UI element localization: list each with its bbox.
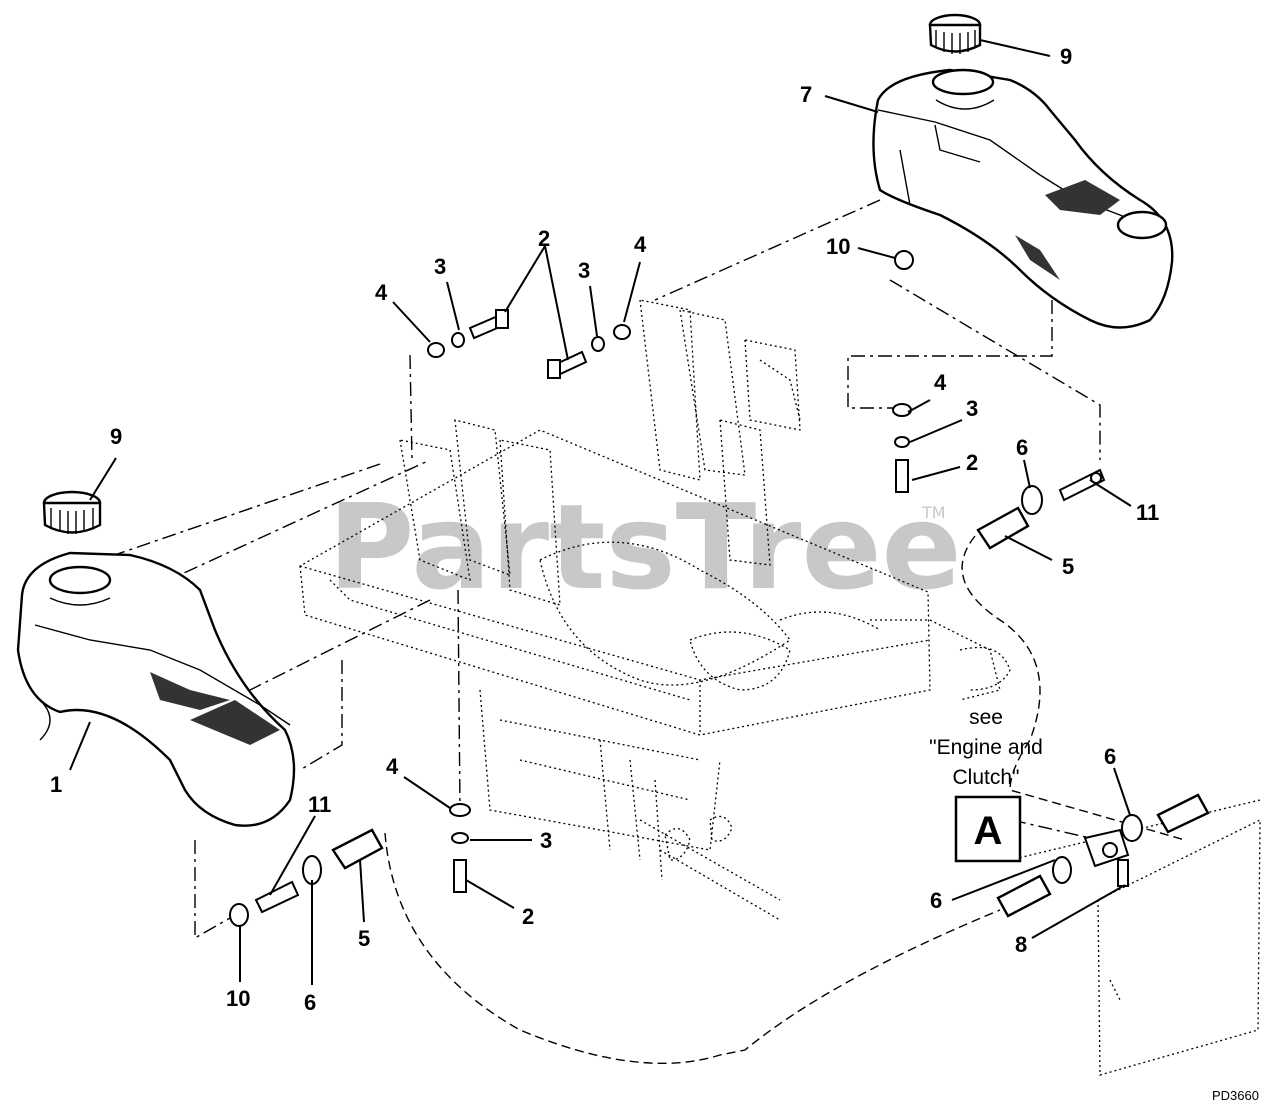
callout-6-lower-right: 6 (1104, 744, 1116, 769)
callout-4-top-right: 4 (634, 232, 647, 257)
callout-2-right: 2 (966, 450, 978, 475)
fittings-and-hoses (229, 468, 1210, 927)
reference-box-letter: A (974, 809, 1003, 853)
note-see: see (969, 706, 1003, 729)
note-engine-and: "Engine and (929, 736, 1043, 759)
callout-2-bottom: 2 (522, 904, 534, 929)
callout-5-right: 5 (1062, 554, 1074, 579)
callout-6-lower-left: 6 (930, 888, 942, 913)
callout-3-top-left: 3 (434, 254, 446, 279)
callout-4-right: 4 (934, 370, 947, 395)
callout-4-bottom: 4 (386, 754, 399, 779)
right-fuel-tank (872, 68, 1174, 329)
watermark: PartsTree TM (328, 478, 962, 616)
callout-5-left: 5 (358, 926, 370, 951)
right-fuel-cap (928, 13, 982, 54)
drawing-code: PD3660 (1212, 1088, 1259, 1103)
chassis-frame (299, 299, 1261, 1076)
leader-lines (69, 39, 1132, 985)
callout-8: 8 (1015, 932, 1027, 957)
watermark-text: PartsTree (328, 478, 962, 616)
callout-6-upper: 6 (1016, 435, 1028, 460)
callout-3-bottom: 3 (540, 828, 552, 853)
callout-3-top-right: 3 (578, 258, 590, 283)
alignment-lines (99, 199, 1101, 940)
left-fuel-cap (42, 490, 102, 534)
callout-3-right: 3 (966, 396, 978, 421)
reference-box (954, 795, 1022, 863)
watermark-trademark: TM (921, 503, 946, 522)
callout-10-right: 10 (826, 234, 850, 259)
callout-11-right: 11 (1136, 500, 1159, 525)
note-clutch: Clutch" (953, 766, 1020, 789)
callout-numbers: 7 9 10 2 3 3 4 4 4 3 2 6 11 5 9 1 4 3 2 … (50, 44, 1159, 1015)
callout-6-left: 6 (304, 990, 316, 1015)
callout-7: 7 (800, 82, 812, 107)
hardware (427, 250, 914, 893)
callout-1: 1 (50, 772, 62, 797)
callout-10-left: 10 (226, 986, 250, 1011)
callout-9-right: 9 (1060, 44, 1072, 69)
callout-4-top-left: 4 (375, 280, 388, 305)
left-fuel-tank (16, 551, 296, 827)
callout-9-left: 9 (110, 424, 122, 449)
callout-11-left: 11 (308, 792, 331, 817)
callout-2-top: 2 (538, 226, 550, 251)
fuel-hose-routing (384, 535, 1186, 1065)
engine-clutch-reference: see "Engine and Clutch" A (929, 706, 1043, 863)
